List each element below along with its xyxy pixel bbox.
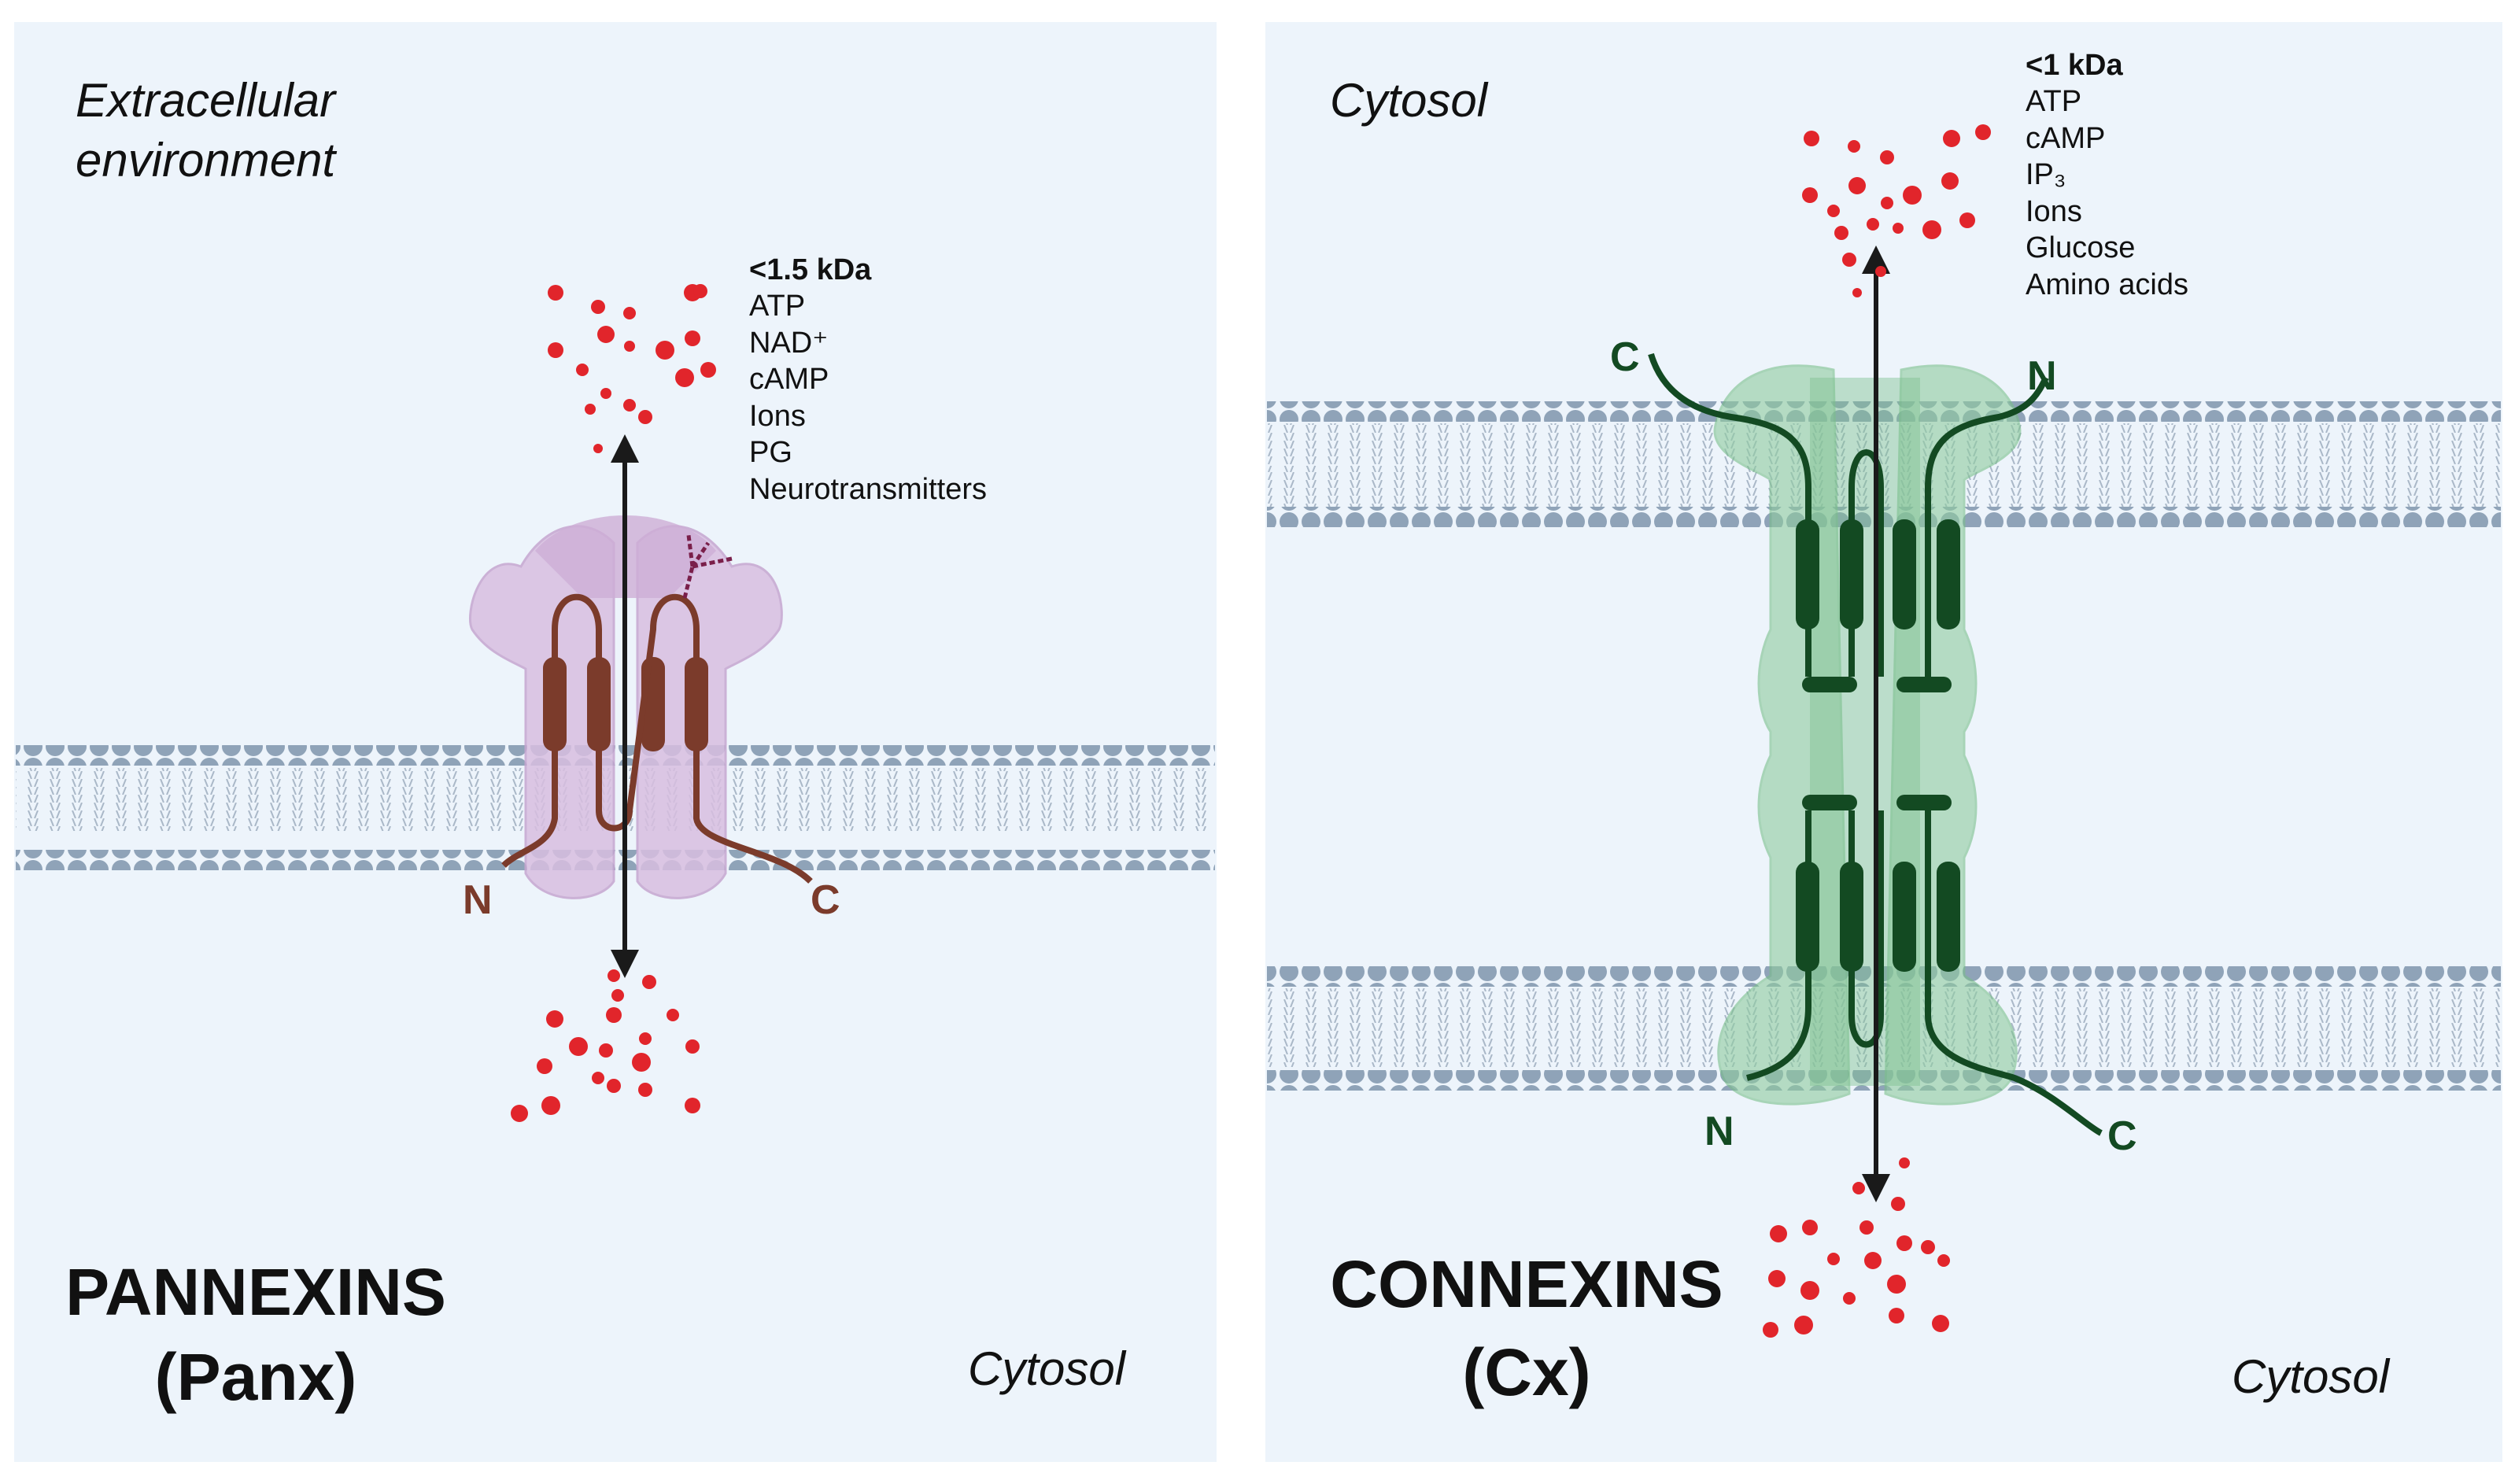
connexin-cargo-item: Ions: [2026, 194, 2082, 228]
pannexin-cargo-item: Ions: [749, 399, 806, 433]
pannexin-bottom-region-label: Cytosol: [968, 1342, 1126, 1395]
connexin-top-c-terminus: C: [1610, 334, 1640, 380]
connexin-cargo-item: IP₃: [2026, 158, 2066, 191]
pannexin-cargo-item: ATP: [749, 290, 806, 323]
pannexin-top-region-label: Extracellular environment: [76, 74, 336, 186]
connexin-cargo-item: ATP: [2026, 85, 2082, 118]
connexin-bottom-c-terminus: C: [2107, 1113, 2137, 1159]
pannexin-cargo-item: NAD⁺: [749, 326, 829, 360]
pannexin-cargo-item: cAMP: [749, 363, 829, 396]
pannexin-cargo-list: <1.5 kDa ATP NAD⁺ cAMP Ions PG Neurotran…: [749, 252, 987, 508]
connexin-cargo-item: Glucose: [2026, 231, 2136, 264]
connexin-cargo-item: cAMP: [2026, 121, 2106, 155]
pannexin-molecules-top: [548, 284, 716, 453]
connexin-bottom-n-terminus: N: [1704, 1109, 1734, 1154]
pannexin-cargo-size: <1.5 kDa: [749, 253, 872, 286]
pannexin-title: PANNEXINS: [65, 1255, 446, 1329]
connexin-abbreviation: (Cx): [1462, 1335, 1591, 1409]
connexin-top-region-label: Cytosol: [1330, 74, 1488, 127]
pannexin-channel: [469, 515, 813, 899]
connexin-cargo-size: <1 kDa: [2026, 49, 2123, 82]
connexin-cargo-list: <1 kDa ATP cAMP IP₃ Ions Glucose Amino a…: [2026, 47, 2188, 303]
pannexin-n-terminus: N: [463, 877, 493, 923]
pannexin-abbreviation: (Panx): [154, 1340, 357, 1414]
connexin-cargo-item: Amino acids: [2026, 268, 2188, 301]
pannexin-cargo-item: Neurotransmitters: [749, 472, 987, 506]
connexin-molecules-top: [1802, 124, 1991, 297]
connexin-bottom-region-label: Cytosol: [2232, 1350, 2390, 1403]
pannexin-molecules-bottom: [511, 969, 700, 1122]
connexin-top-n-terminus: N: [2027, 353, 2057, 399]
connexin-molecules-bottom: [1763, 1157, 1950, 1338]
pannexin-membrane: [16, 745, 1215, 870]
pannexin-c-terminus: C: [811, 877, 840, 923]
pannexin-cargo-item: PG: [749, 436, 792, 469]
connexin-title: CONNEXINS: [1330, 1247, 1723, 1321]
